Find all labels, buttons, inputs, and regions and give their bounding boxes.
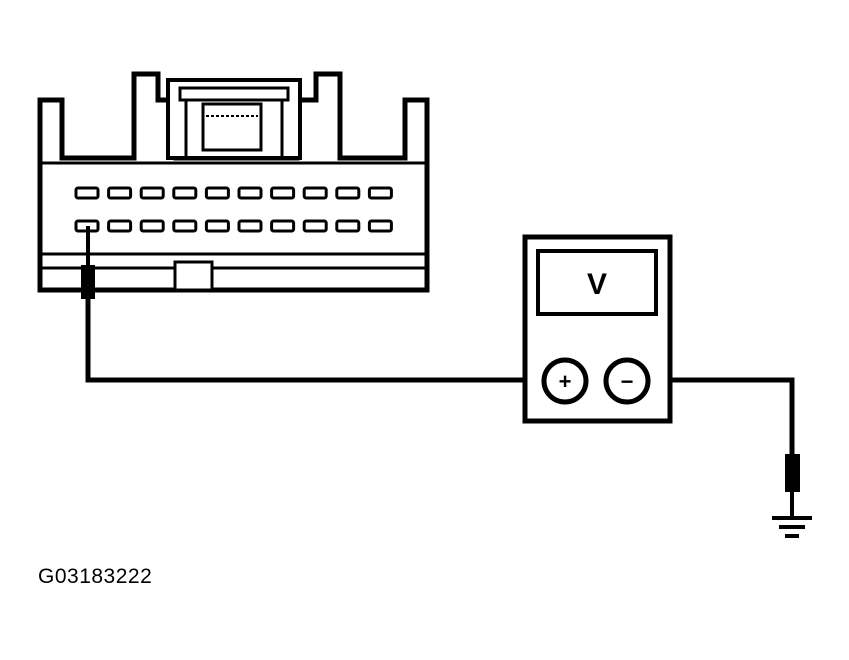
positive-terminal[interactable] [541, 357, 589, 405]
pin-cavity [74, 186, 100, 200]
pin-cavity [367, 219, 393, 233]
pin-cavity [204, 186, 230, 200]
probe [81, 226, 95, 299]
voltmeter-display-label: V [587, 268, 607, 301]
pin-cavity [270, 219, 296, 233]
pin-cavity [335, 219, 361, 233]
pin-cavity [107, 219, 133, 233]
latch-window [201, 102, 263, 152]
pin-cavity [335, 186, 361, 200]
voltmeter: V + − [522, 234, 673, 424]
pin-cavity [367, 186, 393, 200]
ground-connection [772, 454, 812, 538]
voltmeter-display [536, 249, 658, 316]
positive-lead-wire [85, 298, 545, 383]
pin-cavity [237, 219, 263, 233]
pin-cavity [302, 219, 328, 233]
connector [37, 71, 430, 293]
negative-terminal-label: − [621, 369, 634, 394]
pin-cavity [139, 186, 165, 200]
figure-reference-code: G03183222 [38, 565, 153, 588]
probe-body [81, 265, 95, 299]
pin-cavity [237, 186, 263, 200]
negative-terminal[interactable] [603, 357, 651, 405]
ground-clip [785, 454, 800, 492]
wires [85, 298, 795, 460]
latch-inner [178, 86, 290, 102]
pin-cavity [302, 186, 328, 200]
connector-pins [74, 186, 393, 233]
housing-notch [173, 260, 214, 292]
pin-cavity [204, 219, 230, 233]
positive-terminal-label: + [559, 369, 572, 394]
pin-cavity [107, 186, 133, 200]
negative-lead-wire [648, 377, 795, 460]
pin-cavity [172, 186, 198, 200]
pin-cavity [139, 219, 165, 233]
pin-cavity [172, 219, 198, 233]
pin-cavity [270, 186, 296, 200]
